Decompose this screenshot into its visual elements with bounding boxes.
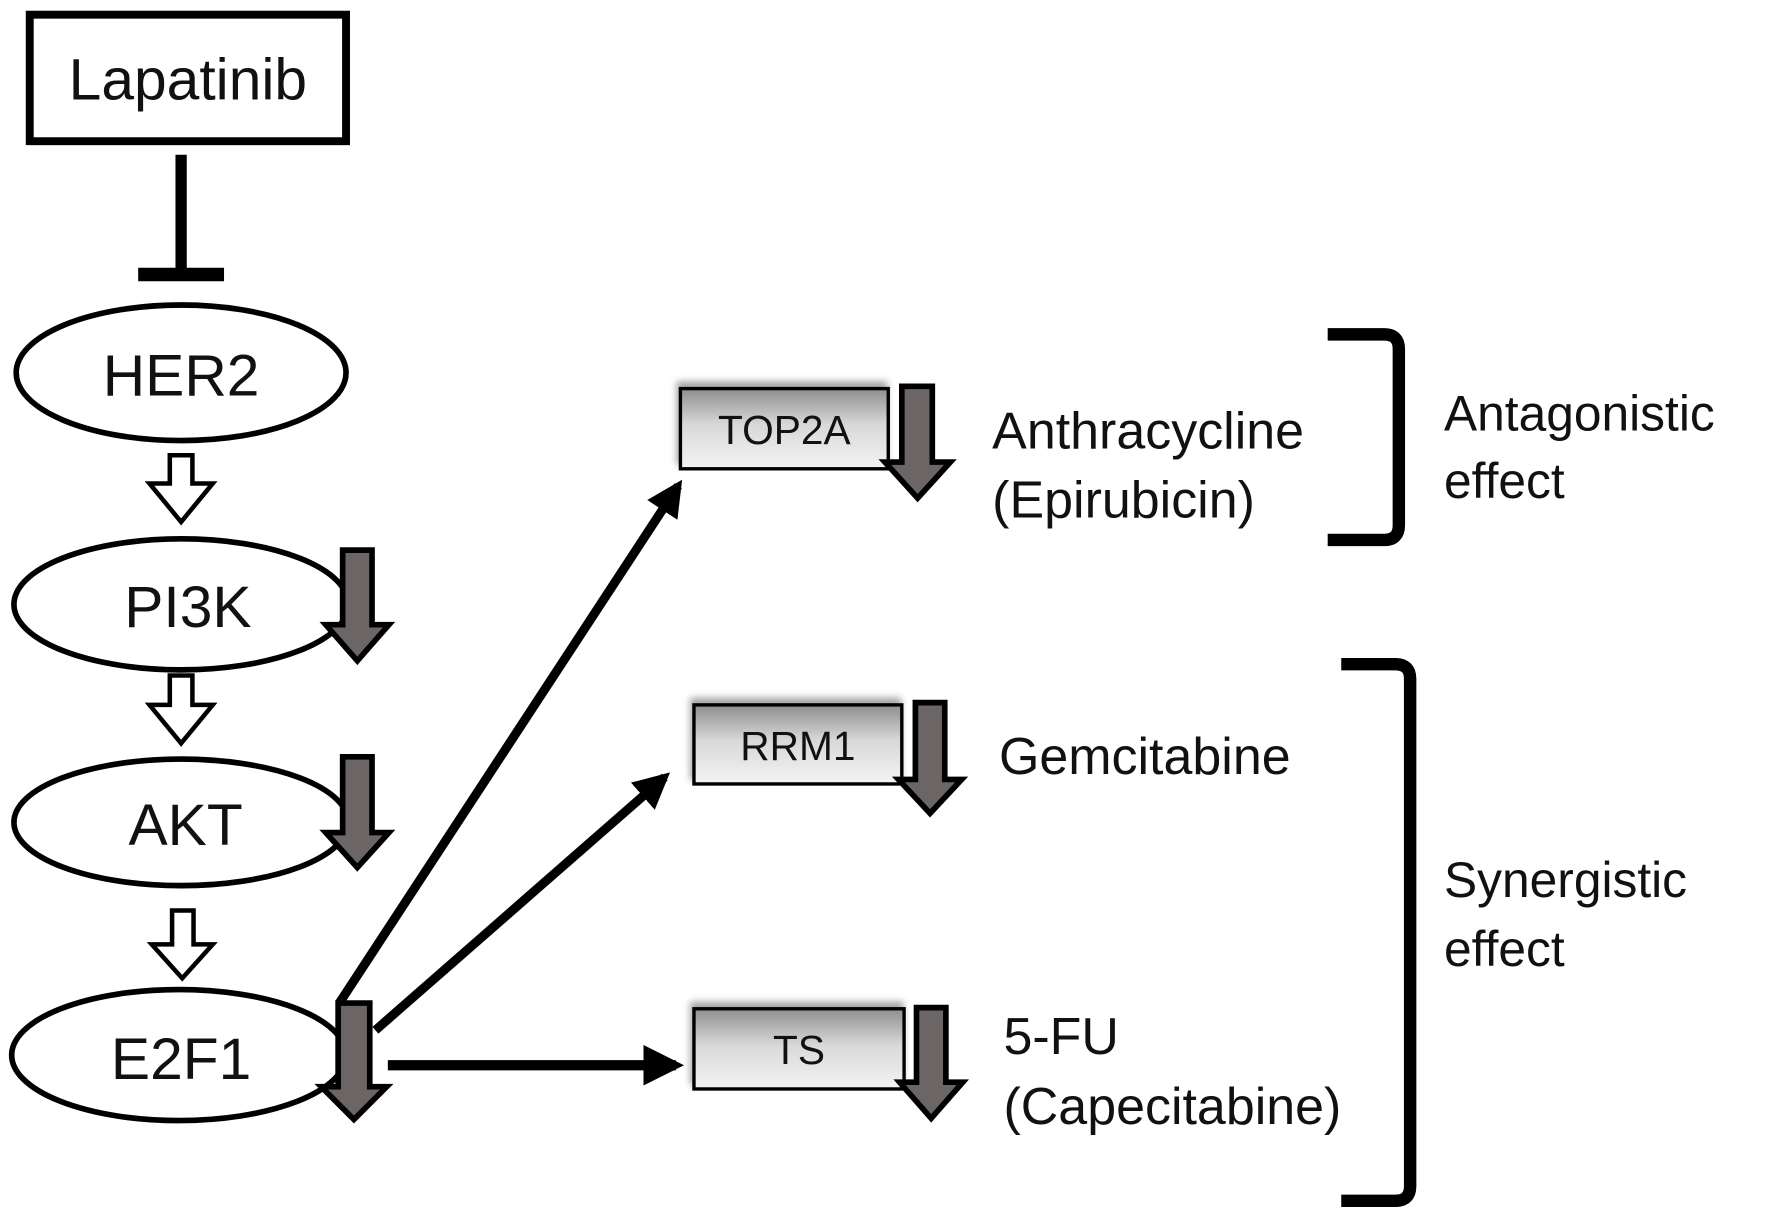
her2-label: HER2 — [103, 343, 260, 408]
rrm1-drug-line1: Gemcitabine — [999, 728, 1291, 786]
synergistic-label-line2: effect — [1444, 921, 1565, 977]
arrow-e2f1-rrm1 — [372, 772, 671, 1034]
downregulation-arrow-icon — [319, 547, 396, 666]
e2f1-label: E2F1 — [111, 1027, 251, 1092]
top2a-drug-line2: (Epirubicin) — [992, 471, 1255, 529]
downregulation-arrow-icon — [878, 383, 957, 503]
lapatinib-node: Lapatinib — [25, 10, 350, 146]
ts-drug-line2: (Capecitabine) — [1003, 1078, 1341, 1136]
pi3k-node: PI3K — [11, 536, 352, 673]
her2-node: HER2 — [13, 302, 349, 444]
synergistic-label-line1: Synergistic — [1444, 852, 1687, 908]
downregulation-arrow-icon — [891, 699, 969, 818]
antagonistic-label-line2: effect — [1444, 453, 1565, 509]
synergistic-bracket — [1341, 658, 1417, 1208]
downregulation-arrow-icon — [314, 1000, 394, 1124]
activation-arrow-icon — [144, 452, 218, 526]
inhibition-icon — [138, 154, 225, 282]
antagonistic-bracket — [1327, 328, 1406, 547]
rrm1-label: RRM1 — [740, 723, 855, 769]
top2a-label: TOP2A — [718, 407, 851, 453]
activation-arrow-icon — [146, 908, 218, 982]
ts-label: TS — [773, 1027, 825, 1073]
top2a-drug-line1: Anthracycline — [992, 402, 1304, 460]
antagonistic-label-line1: Antagonistic — [1444, 385, 1715, 441]
downregulation-arrow-icon — [319, 754, 396, 872]
ts-node: TS — [692, 1007, 906, 1091]
top2a-node: TOP2A — [678, 386, 890, 471]
e2f1-node: E2F1 — [8, 986, 349, 1124]
rrm1-node: RRM1 — [692, 703, 904, 786]
akt-label: AKT — [129, 793, 243, 858]
activation-arrow-icon — [144, 673, 218, 747]
arrow-e2f1-top2a — [335, 479, 683, 1006]
akt-node: AKT — [11, 756, 352, 889]
lapatinib-label: Lapatinib — [69, 47, 307, 112]
ts-drug-line1: 5-FU — [1003, 1008, 1118, 1066]
downregulation-arrow-icon — [893, 1004, 970, 1123]
pi3k-label: PI3K — [124, 575, 251, 640]
